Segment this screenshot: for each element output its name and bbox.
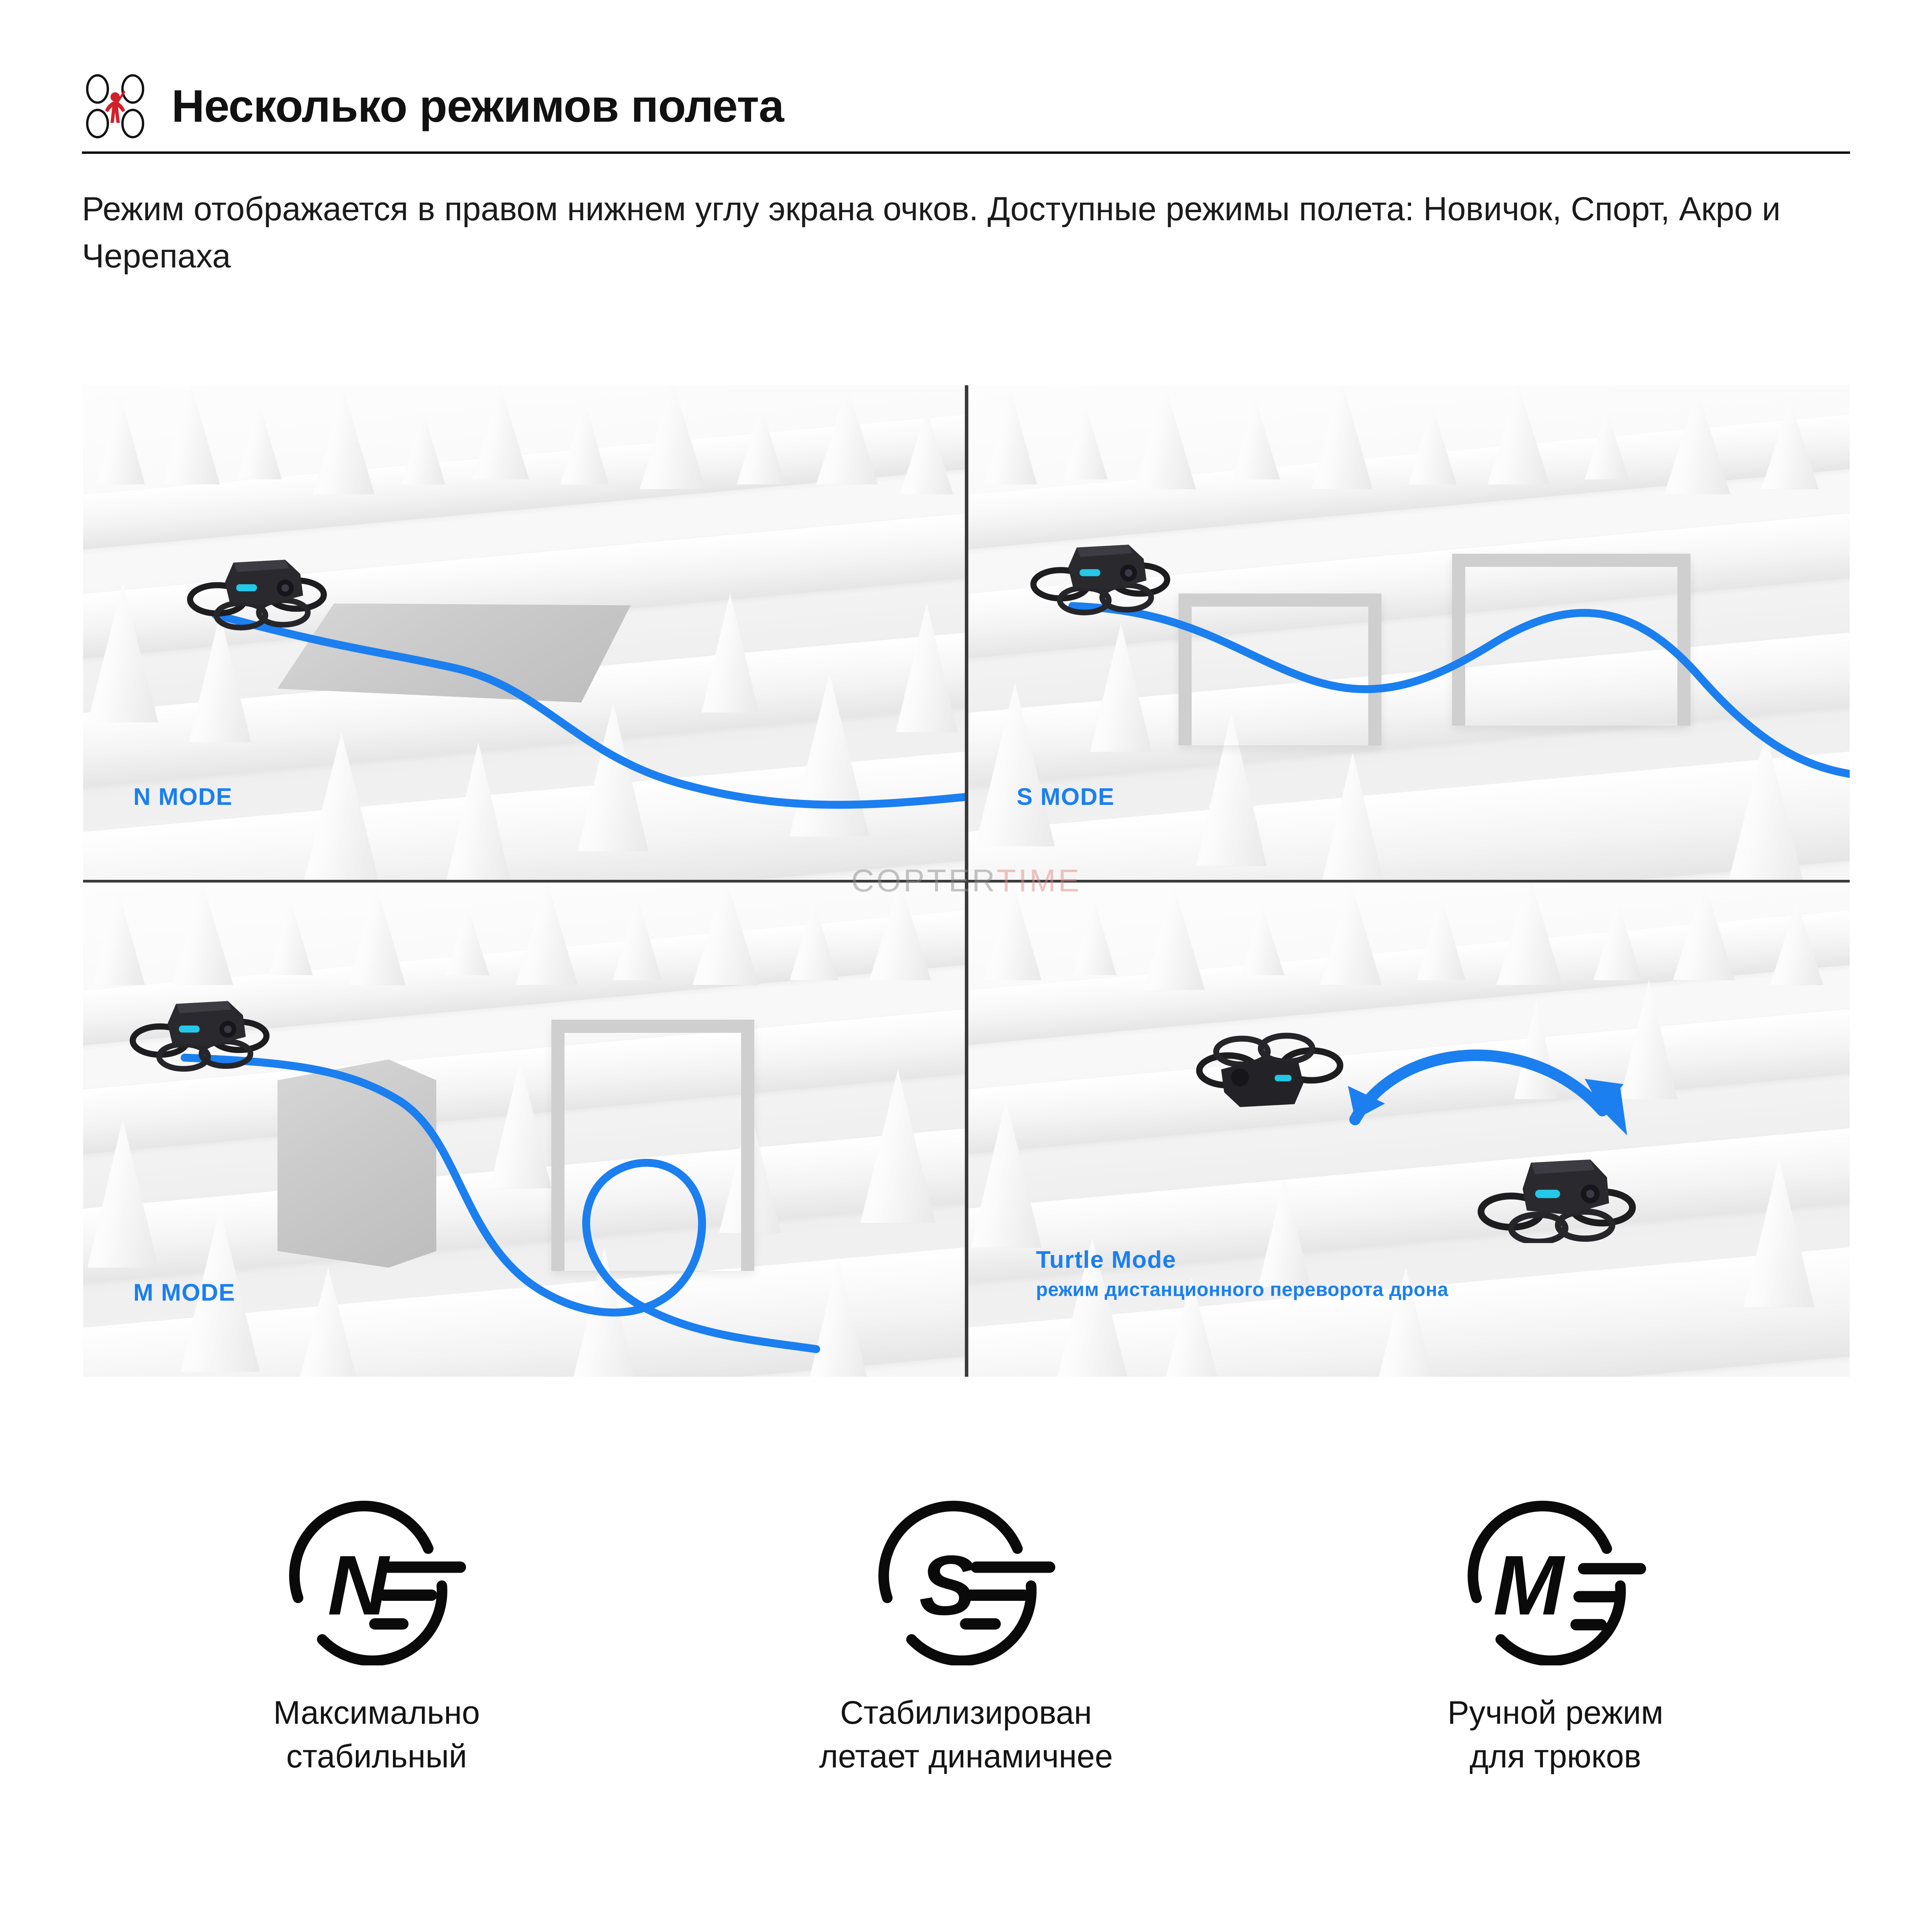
scene-m-mode: M MODE	[83, 881, 966, 1377]
gate-obstacle-2	[1452, 554, 1690, 726]
svg-text:S: S	[919, 1538, 975, 1633]
page-title: Несколько режимов полета	[172, 81, 784, 132]
feature-caption-s: Стабилизирован летает динамичнее	[819, 1694, 1113, 1774]
mode-feature-row: N Максимально стабильный S	[82, 1499, 1850, 1878]
n-mode-speed-icon: N	[286, 1499, 468, 1665]
mode-label-m: M MODE	[133, 1279, 235, 1306]
scene-turtle-mode: Turtle Mode режим дистанционного перевор…	[966, 881, 1850, 1377]
svg-text:N: N	[327, 1538, 390, 1633]
feature-s-mode[interactable]: S Стабилизирован летает динамичнее	[671, 1499, 1260, 1878]
feature-m-mode[interactable]: M Ручной режим для трюков	[1261, 1499, 1850, 1878]
drone-turtle-upright	[1443, 1139, 1673, 1243]
gallery-quadrant-n-mode[interactable]: N MODE	[83, 385, 966, 881]
gallery-quadrant-turtle-mode[interactable]: Turtle Mode режим дистанционного перевор…	[966, 881, 1850, 1377]
mode-label-turtle: Turtle Mode режим дистанционного перевор…	[1036, 1247, 1449, 1301]
mode-label-n: N MODE	[133, 784, 233, 810]
gate-obstacle-1	[1178, 593, 1381, 746]
header-divider	[82, 151, 1850, 154]
gallery-quadrant-m-mode[interactable]: M MODE	[83, 881, 966, 1377]
page-header: Несколько режимов полета	[82, 58, 1852, 155]
drone-n-mode	[154, 539, 366, 633]
flight-mode-gallery: N MODE	[83, 385, 1850, 1377]
m-mode-speed-icon: M	[1464, 1499, 1646, 1665]
drone-turtle-inverted	[1161, 1030, 1373, 1129]
feature-n-mode[interactable]: N Максимально стабильный	[82, 1499, 671, 1878]
drone-m-mode	[101, 980, 304, 1075]
svg-text:M: M	[1493, 1538, 1566, 1633]
feature-caption-n: Максимально стабильный	[273, 1694, 480, 1774]
feature-caption-m: Ручной режим для трюков	[1447, 1694, 1663, 1774]
gate-obstacle-3	[551, 1020, 754, 1271]
gallery-quadrant-s-mode[interactable]: S MODE	[966, 385, 1850, 881]
quadcopter-pilot-icon	[82, 73, 148, 139]
box-obstacle	[277, 1059, 437, 1268]
scene-n-mode: N MODE	[83, 385, 966, 881]
drone-s-mode	[1002, 524, 1205, 618]
scene-s-mode: S MODE	[966, 385, 1850, 881]
s-mode-speed-icon: S	[875, 1499, 1057, 1665]
gallery-divider-horizontal	[83, 880, 1850, 883]
intro-paragraph: Режим отображается в правом нижнем углу …	[82, 190, 1781, 275]
mode-label-s: S MODE	[1017, 784, 1115, 810]
